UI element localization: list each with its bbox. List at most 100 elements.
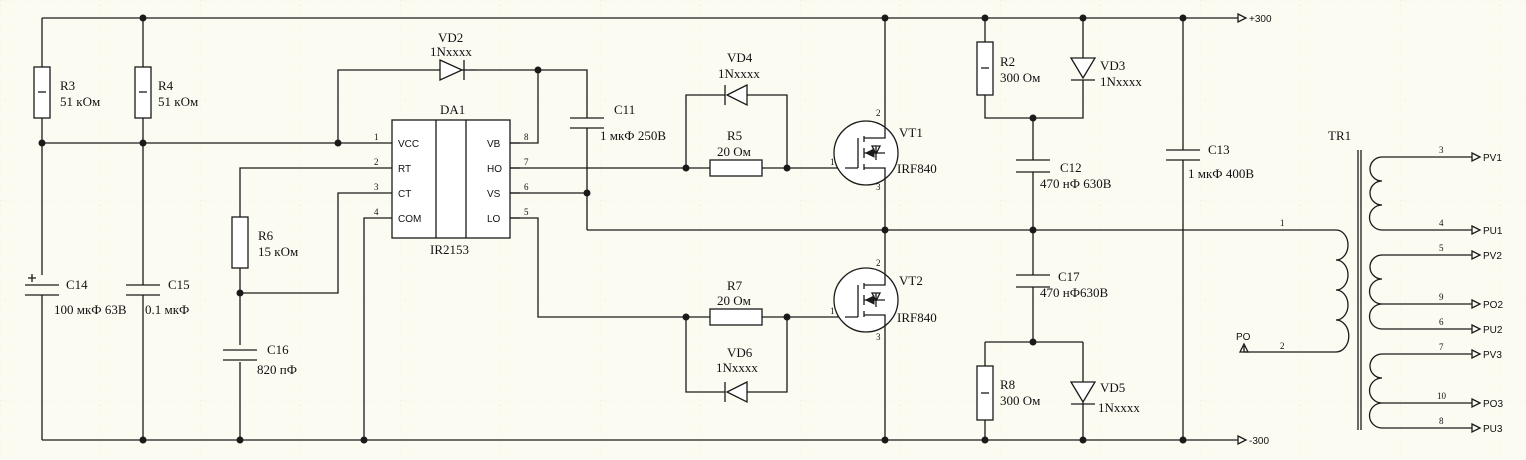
resistor-r4: R4 51 кОм bbox=[134, 66, 198, 119]
da1-pin-6: 6 bbox=[524, 182, 529, 192]
capacitor-c14: C14 100 мкФ 63В bbox=[25, 274, 127, 317]
da1-pin-7: 7 bbox=[524, 157, 529, 167]
tr1-pin-10: 10 bbox=[1437, 391, 1447, 401]
vd5-value: 1Nxxxx bbox=[1098, 400, 1140, 415]
c17-ref: C17 bbox=[1058, 269, 1080, 284]
c16-value: 820 пФ bbox=[257, 362, 297, 377]
c13-ref: C13 bbox=[1208, 142, 1230, 157]
c15-ref: C15 bbox=[168, 277, 190, 292]
diode-vd3: VD3 1Nxxxx bbox=[1069, 42, 1142, 95]
vt1-pin-2: 2 bbox=[876, 108, 881, 118]
da1-pin-com: COM bbox=[398, 214, 421, 225]
r6-value: 15 кОм bbox=[258, 244, 298, 259]
da1-ref: DA1 bbox=[440, 102, 465, 117]
wires bbox=[41, 17, 1336, 441]
resistor-r8: R8 300 Ом bbox=[976, 365, 1040, 421]
c14-value: 100 мкФ 63В bbox=[54, 302, 127, 317]
vd5-ref: VD5 bbox=[1100, 380, 1125, 395]
ic-da1: DA1 IR2153 1 2 3 4 VCC RT CT COM 8 7 6 5… bbox=[368, 102, 529, 257]
resistor-r6: R6 15 кОм bbox=[231, 216, 298, 269]
da1-pin-vb: VB bbox=[487, 139, 501, 150]
vt2-pin-1: 1 bbox=[830, 306, 835, 316]
da1-pin-1: 1 bbox=[374, 132, 379, 142]
resistor-r3: R3 51 кОм bbox=[33, 66, 100, 119]
tr1-ref: TR1 bbox=[1328, 128, 1351, 143]
tr1-pin-2: 2 bbox=[1280, 341, 1285, 351]
tr1-pin-6: 6 bbox=[1439, 317, 1444, 327]
capacitor-c16: C16 820 пФ bbox=[223, 342, 297, 377]
capacitor-c11: C11 1 мкФ 250В bbox=[570, 102, 666, 143]
tr1-pin-5: 5 bbox=[1439, 243, 1444, 253]
tr1-pin-1: 1 bbox=[1280, 218, 1285, 228]
resistor-r7: R7 20 Ом bbox=[709, 278, 763, 326]
r3-ref: R3 bbox=[60, 78, 75, 93]
c12-ref: C12 bbox=[1060, 160, 1082, 175]
capacitor-c15: C15 0.1 мкФ bbox=[126, 277, 190, 317]
da1-pin-ho: HO bbox=[487, 164, 502, 175]
c17-value: 470 нФ630В bbox=[1040, 285, 1108, 300]
vt2-pin-2: 2 bbox=[876, 258, 881, 268]
diode-vd4: VD4 1Nxxxx bbox=[717, 50, 760, 107]
r7-value: 20 Ом bbox=[717, 293, 751, 308]
vd6-value: 1Nxxxx bbox=[716, 360, 758, 375]
port-pv1: PV1 bbox=[1483, 153, 1502, 164]
da1-pin-4: 4 bbox=[374, 207, 379, 217]
c13-value: 1 мкФ 400В bbox=[1188, 166, 1254, 181]
capacitor-c17: C17 470 нФ630В bbox=[1016, 269, 1108, 300]
vt1-value: IRF840 bbox=[897, 161, 937, 176]
diode-vd6: VD6 1Nxxxx bbox=[716, 345, 758, 404]
diode-vd5: VD5 1Nxxxx bbox=[1069, 376, 1140, 415]
r4-value: 51 кОм bbox=[158, 94, 198, 109]
da1-body bbox=[391, 119, 511, 239]
vd2-ref: VD2 bbox=[438, 30, 463, 45]
c15-value: 0.1 мкФ bbox=[145, 302, 189, 317]
r4-ref: R4 bbox=[158, 78, 174, 93]
capacitor-c13: C13 1 мкФ 400В bbox=[1166, 142, 1254, 181]
port-pv3: PV3 bbox=[1483, 350, 1502, 361]
da1-pin-lo: LO bbox=[487, 214, 501, 225]
da1-pin-vs: VS bbox=[487, 189, 501, 200]
c14-ref: C14 bbox=[66, 277, 88, 292]
c16-ref: C16 bbox=[267, 342, 289, 357]
c12-value: 470 нФ 630В bbox=[1040, 176, 1112, 191]
port-pu1: PU1 bbox=[1483, 226, 1503, 237]
r5-value: 20 Ом bbox=[717, 144, 751, 159]
da1-pin-rt: RT bbox=[398, 164, 411, 175]
r2-value: 300 Ом bbox=[1000, 70, 1040, 85]
r5-ref: R5 bbox=[727, 128, 742, 143]
rail-negative: -300 bbox=[1237, 434, 1269, 447]
vt2-value: IRF840 bbox=[897, 310, 937, 325]
resistor-r2: R2 300 Ом bbox=[976, 41, 1040, 96]
vt2-pin-3: 3 bbox=[876, 332, 881, 342]
tr1-pin-8: 8 bbox=[1439, 416, 1444, 426]
vt1-pin-1: 1 bbox=[830, 157, 835, 167]
port-pu3: PU3 bbox=[1483, 424, 1503, 435]
da1-pin-3: 3 bbox=[374, 182, 379, 192]
r7-ref: R7 bbox=[727, 278, 743, 293]
da1-value: IR2153 bbox=[430, 242, 469, 257]
resistor-r5: R5 20 Ом bbox=[709, 128, 763, 177]
c11-value: 1 мкФ 250В bbox=[600, 128, 666, 143]
diode-vd2: VD2 1Nxxxx bbox=[430, 30, 476, 82]
tr1-pin-7: 7 bbox=[1439, 342, 1444, 352]
da1-pin-8: 8 bbox=[524, 132, 529, 142]
vt2-ref: VT2 bbox=[899, 273, 923, 288]
r8-ref: R8 bbox=[1000, 377, 1015, 392]
da1-pin-2: 2 bbox=[374, 157, 379, 167]
tr1-pin-3: 3 bbox=[1439, 145, 1444, 155]
port-pu2: PU2 bbox=[1483, 325, 1503, 336]
tr1-pin-9: 9 bbox=[1439, 292, 1444, 302]
r2-ref: R2 bbox=[1000, 54, 1015, 69]
rail-positive-label: +300 bbox=[1249, 14, 1272, 25]
vd3-ref: VD3 bbox=[1100, 58, 1125, 73]
vt1-ref: VT1 bbox=[899, 125, 923, 140]
mosfet-vt1: 1 2 3 VT1 IRF840 bbox=[830, 108, 937, 192]
vd6-ref: VD6 bbox=[727, 345, 753, 360]
vd2-value: 1Nxxxx bbox=[430, 44, 472, 59]
r6-ref: R6 bbox=[258, 228, 274, 243]
capacitor-c12: C12 470 нФ 630В bbox=[1016, 159, 1112, 191]
junction-dots bbox=[38, 14, 1187, 444]
da1-pin-5: 5 bbox=[524, 207, 529, 217]
da1-pin-ct: CT bbox=[398, 189, 411, 200]
